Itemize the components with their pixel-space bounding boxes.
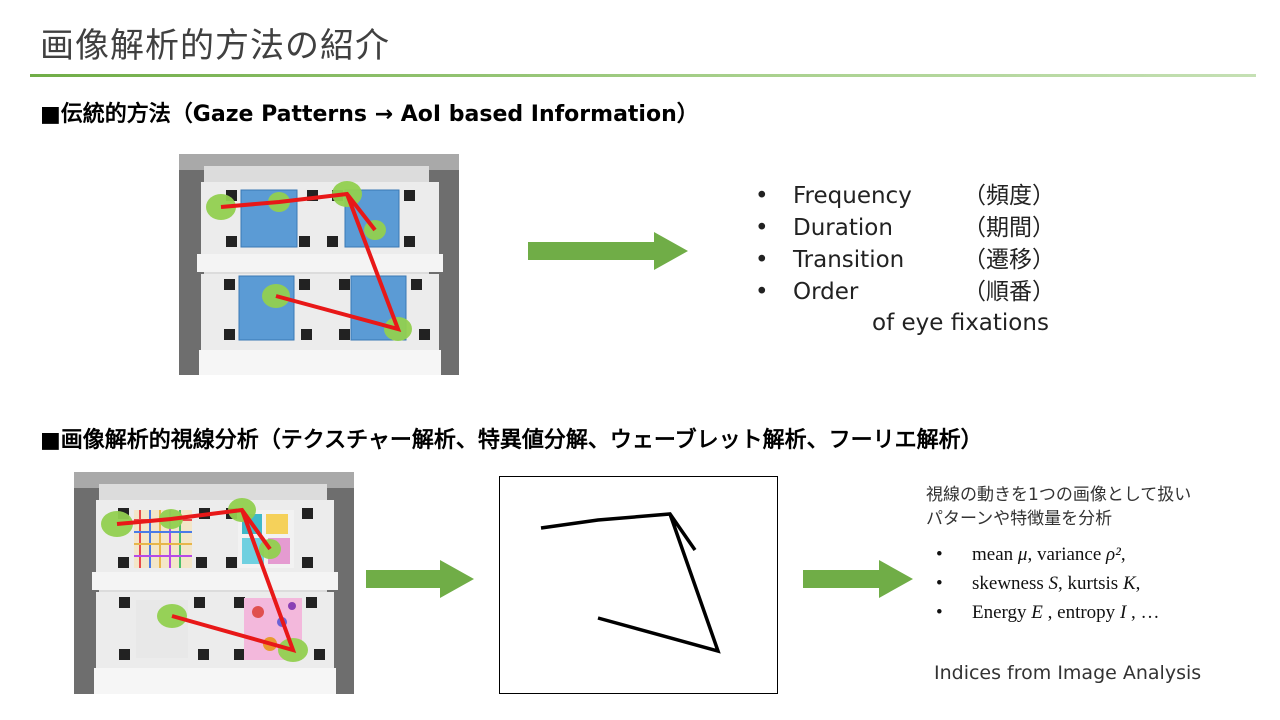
metric-name: Duration [793, 215, 893, 241]
section-heading-traditional: ■伝統的方法（Gaze Patterns → AoI based Informa… [40, 102, 699, 127]
metric-name: Order [793, 279, 859, 305]
metric-name: Frequency [793, 183, 912, 209]
indices-caption: Indices from Image Analysis [934, 662, 1202, 684]
metrics-suffix: of eye fixations [872, 310, 1049, 336]
metric-jp: （頻度） [963, 183, 1055, 209]
shelf-photo-aoi [179, 154, 459, 375]
metric-jp: （期間） [963, 215, 1055, 241]
arrow-right-icon [803, 560, 913, 602]
scanpath-image [499, 476, 778, 694]
shelf-photo-textures [74, 472, 354, 694]
arrow-right-icon [528, 232, 688, 274]
analysis-description: 視線の動きを1つの画像として扱い パターンや特徴量を分析 [926, 485, 1192, 529]
metric-jp: （遷移） [963, 247, 1055, 273]
metric-jp: （順番） [963, 279, 1055, 305]
section-heading-image-analysis: ■画像解析的視線分析（テクスチャー解析、特異値分解、ウェーブレット解析、フーリエ… [40, 428, 983, 453]
metric-name: Transition [793, 247, 905, 273]
title-divider [30, 74, 1256, 77]
slide-title: 画像解析的方法の紹介 [40, 26, 390, 66]
arrow-right-icon [366, 560, 474, 602]
